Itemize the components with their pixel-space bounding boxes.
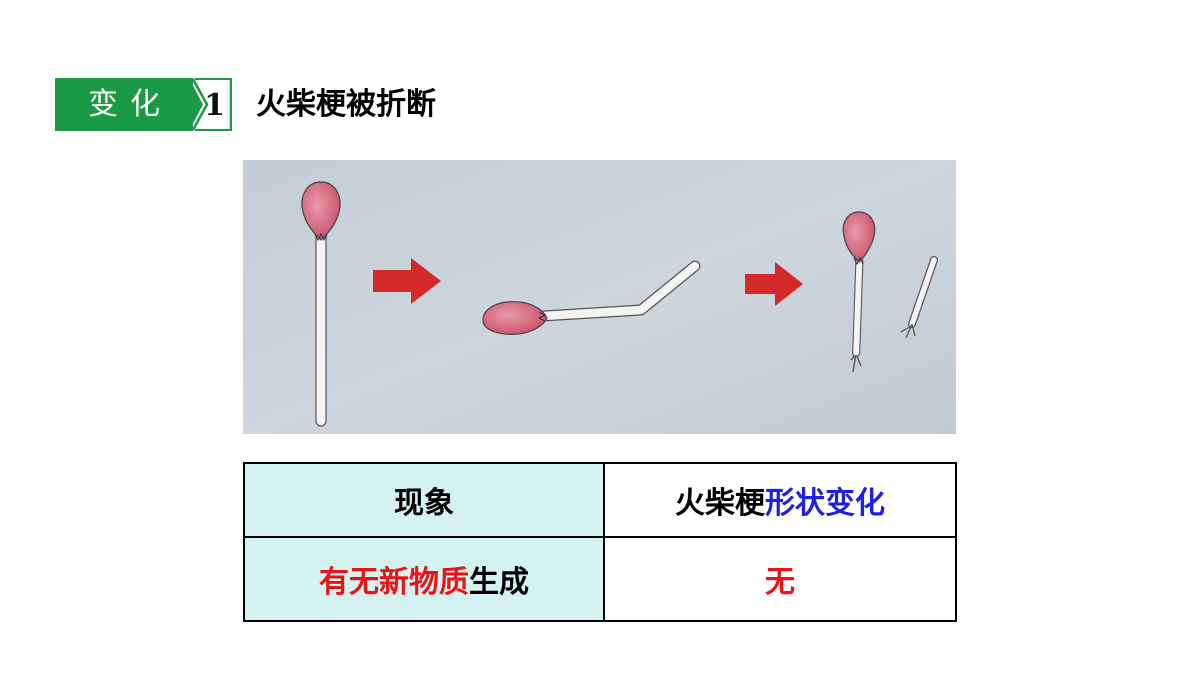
new-substance-label-rest: 生成	[469, 565, 529, 600]
match-bent-icon	[482, 260, 701, 335]
cell-new-substance-label: 有无新物质生成	[245, 538, 605, 620]
phenomenon-value-highlight: 形状变化	[765, 486, 885, 521]
page-title: 火柴梗被折断	[256, 87, 436, 122]
tag-green-block	[55, 78, 193, 131]
chevron-divider-icon	[179, 78, 232, 131]
tag-number: 1	[204, 88, 225, 123]
tag-label: 变化	[88, 87, 172, 122]
arrow-right-icon	[745, 262, 803, 306]
section-tag: 变化 1	[55, 78, 232, 131]
cell-phenomenon-value: 火柴梗形状变化	[605, 464, 955, 538]
cell-phenomenon-label: 现象	[245, 464, 605, 538]
cell-new-substance-value: 无	[605, 538, 955, 620]
observation-table: 现象 火柴梗形状变化 有无新物质生成 无	[243, 462, 957, 622]
new-substance-label-highlight: 有无新物质	[319, 565, 469, 600]
phenomenon-value-subject: 火柴梗	[675, 486, 765, 521]
match-broken-icon	[842, 211, 938, 373]
arrow-right-icon	[373, 258, 441, 304]
phenomenon-label: 现象	[394, 486, 454, 521]
match-whole-icon	[301, 181, 341, 427]
matchstick-photo	[243, 160, 956, 434]
new-substance-value: 无	[765, 565, 795, 600]
